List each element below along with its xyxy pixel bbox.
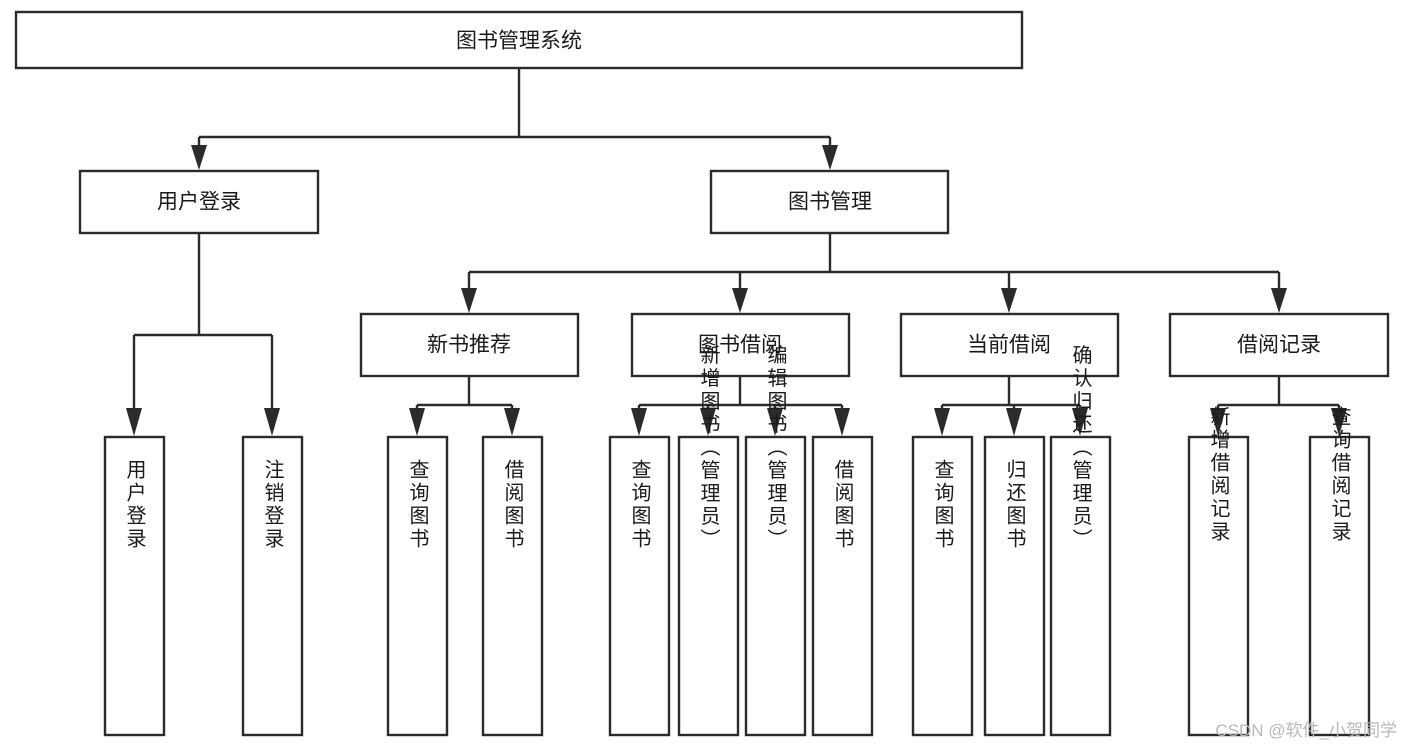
arrowhead-leaf-borrow-book-2 [834, 408, 850, 436]
node-leaf-logout-box[interactable] [241, 435, 304, 737]
node-leaf-query-borrow-record-box[interactable] [1308, 435, 1371, 737]
arrowhead-borrow-record [1271, 288, 1287, 313]
node-leaf-confirm-return-admin-label: 确认归还（管理员） [1069, 344, 1092, 551]
arrowhead-leaf-user-login [126, 408, 142, 436]
arrowhead-leaf-query-book-1 [409, 408, 425, 436]
node-leaf-add-borrow-record-label: 新增借阅记录 [1207, 406, 1230, 544]
node-leaf-query-book-3-box[interactable] [911, 435, 974, 737]
node-leaf-query-book-1-box[interactable] [386, 435, 449, 737]
node-leaf-query-book-1-label: 查询图书 [406, 459, 429, 551]
csdn-watermark: CSDN @软件_小贺同学 [1215, 721, 1397, 740]
arrowhead-leaf-query-book-2 [631, 408, 647, 436]
node-leaf-query-borrow-record-label: 查询借阅记录 [1328, 406, 1351, 544]
node-leaf-add-borrow-record-box[interactable] [1187, 435, 1250, 737]
node-current-borrow[interactable]: 当前借阅 [899, 312, 1120, 378]
node-root-box[interactable] [14, 10, 1024, 70]
node-new-book-recommend[interactable]: 新书推荐 [359, 312, 580, 378]
arrowhead-leaf-borrow-book-1 [504, 408, 520, 436]
arrowhead-leaf-add-book-admin [700, 408, 716, 436]
arrowhead-user-login [191, 145, 207, 170]
node-borrow-record[interactable]: 借阅记录 [1168, 312, 1390, 378]
node-leaf-add-book-admin-label: 新增图书（管理员） [697, 344, 720, 551]
node-leaf-add-borrow-record[interactable]: 新增借阅记录 [1187, 406, 1250, 737]
arrowhead-new-book-recommend [461, 288, 477, 313]
node-current-borrow-label: 当前借阅 [967, 334, 1051, 357]
node-leaf-borrow-book-2[interactable]: 借阅图书 [811, 435, 874, 737]
node-root-label: 图书管理系统 [456, 30, 582, 53]
node-leaf-borrow-book-1-box[interactable] [481, 435, 544, 737]
node-leaf-borrow-book-2-label: 借阅图书 [831, 459, 854, 551]
node-book-borrow-box[interactable] [630, 312, 851, 378]
node-leaf-borrow-book-1-label: 借阅图书 [501, 459, 524, 551]
arrowhead-book-manage [822, 145, 838, 170]
node-book-manage-box[interactable] [709, 169, 950, 235]
node-leaf-edit-book-admin[interactable]: 编辑图书（管理员） [744, 344, 807, 737]
node-book-borrow-label: 图书借阅 [698, 334, 782, 357]
arrowhead-leaf-query-borrow-record [1331, 408, 1347, 436]
node-leaf-return-book-label: 归还图书 [1003, 459, 1026, 551]
arrowhead-leaf-return-book [1006, 408, 1022, 436]
node-user-login-label: 用户登录 [157, 191, 241, 214]
node-leaf-borrow-book-2-box[interactable] [811, 435, 874, 737]
arrowhead-book-borrow [732, 288, 748, 313]
node-leaf-confirm-return-admin[interactable]: 确认归还（管理员） [1049, 344, 1112, 737]
node-leaf-edit-book-admin-label: 编辑图书（管理员） [764, 344, 787, 551]
node-user-login-box[interactable] [78, 169, 320, 235]
node-leaf-query-book-3[interactable]: 查询图书 [911, 435, 974, 737]
arrowhead-leaf-add-borrow-record [1210, 408, 1226, 436]
node-leaf-return-book-box[interactable] [983, 435, 1046, 737]
node-leaf-query-borrow-record[interactable]: 查询借阅记录 [1308, 406, 1371, 737]
node-leaf-add-book-admin-box[interactable] [677, 435, 740, 737]
node-root[interactable]: 图书管理系统 [14, 10, 1024, 70]
node-book-manage-label: 图书管理 [788, 191, 872, 214]
arrowhead-leaf-query-book-3 [934, 408, 950, 436]
node-leaf-query-book-2-box[interactable] [608, 435, 671, 737]
node-leaf-borrow-book-1[interactable]: 借阅图书 [481, 435, 544, 737]
node-leaf-logout[interactable]: 注销登录 [241, 435, 304, 737]
node-borrow-record-label: 借阅记录 [1237, 334, 1321, 357]
node-leaf-logout-label: 注销登录 [261, 459, 284, 551]
arrowhead-current-borrow [1001, 288, 1017, 313]
node-new-book-recommend-label: 新书推荐 [427, 334, 511, 357]
node-leaf-query-book-2-label: 查询图书 [628, 459, 651, 551]
connector-layer [126, 68, 1347, 436]
node-leaf-return-book[interactable]: 归还图书 [983, 435, 1046, 737]
node-leaf-user-login-box[interactable] [103, 435, 166, 737]
node-user-login[interactable]: 用户登录 [78, 169, 320, 235]
node-leaf-query-book-3-label: 查询图书 [931, 459, 954, 551]
node-leaf-edit-book-admin-box[interactable] [744, 435, 807, 737]
arrowhead-leaf-logout [264, 408, 280, 436]
node-leaf-query-book-2[interactable]: 查询图书 [608, 435, 671, 737]
node-leaf-query-book-1[interactable]: 查询图书 [386, 435, 449, 737]
node-current-borrow-box[interactable] [899, 312, 1120, 378]
node-leaf-user-login[interactable]: 用户登录 [103, 435, 166, 737]
node-borrow-record-box[interactable] [1168, 312, 1390, 378]
node-new-book-recommend-box[interactable] [359, 312, 580, 378]
node-book-manage[interactable]: 图书管理 [709, 169, 950, 235]
node-leaf-user-login-label: 用户登录 [123, 459, 146, 551]
node-leaf-confirm-return-admin-box[interactable] [1049, 435, 1112, 737]
arrowhead-leaf-edit-book-admin [767, 408, 783, 436]
node-book-borrow[interactable]: 图书借阅 [630, 312, 851, 378]
node-leaf-add-book-admin[interactable]: 新增图书（管理员） [677, 344, 740, 737]
arrowhead-leaf-confirm-return-admin [1072, 408, 1088, 436]
